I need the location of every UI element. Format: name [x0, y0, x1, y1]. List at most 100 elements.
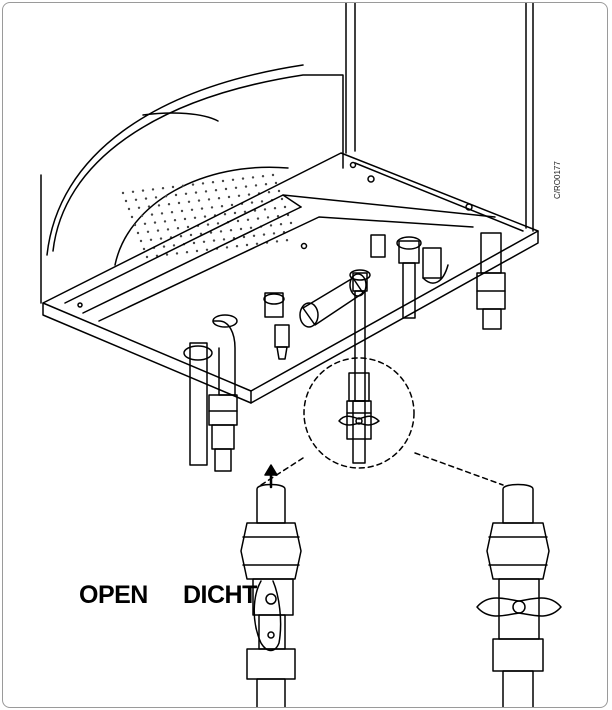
- perforation-dot: [185, 251, 189, 254]
- perforation-dot: [230, 203, 234, 207]
- perforation-dot: [173, 219, 177, 222]
- perforation-dot: [279, 223, 283, 226]
- perforation-dot: [233, 211, 237, 215]
- perforation-dot: [266, 216, 270, 219]
- perforation-dot: [151, 188, 155, 191]
- perforation-dot: [280, 197, 284, 201]
- perforation-dot: [263, 208, 267, 211]
- perforation-dot: [204, 190, 208, 193]
- perforation-dot: [191, 183, 195, 186]
- perforation-dot: [243, 210, 247, 213]
- central-fittings: [263, 269, 371, 402]
- perforation-dot: [273, 207, 277, 210]
- perforation-dot: [235, 245, 239, 248]
- perforation-dot: [197, 199, 201, 202]
- right-pipes: [370, 232, 506, 330]
- perforation-dot: [250, 201, 254, 204]
- perforation-dot: [134, 198, 138, 201]
- perforation-dot: [157, 204, 161, 207]
- expansion-vessel: [46, 64, 344, 266]
- perforation-dot: [143, 222, 147, 225]
- perforation-dot: [176, 227, 180, 230]
- perforation-dot: [136, 231, 140, 235]
- perforation-dot: [159, 237, 163, 240]
- perforation-dot: [192, 241, 196, 245]
- perforation-dot: [146, 230, 150, 233]
- perforation-dot: [131, 190, 135, 193]
- up-arrow-icon: [264, 464, 278, 489]
- perforation-dot: [222, 238, 226, 241]
- perforation-dot: [189, 233, 193, 237]
- perforation-dot: [246, 218, 250, 221]
- perforation-dot: [171, 185, 175, 189]
- perforation-dot: [214, 189, 218, 192]
- perforation-dot: [269, 224, 273, 227]
- perforation-dot: [141, 189, 145, 192]
- perforation-dot: [201, 182, 205, 185]
- perforation-dot: [244, 185, 248, 188]
- perforation-dot: [236, 219, 240, 223]
- perforation-dot: [252, 234, 256, 237]
- perforation-dot: [147, 205, 151, 208]
- perforation-dot: [254, 184, 258, 187]
- perforation-dot: [216, 222, 220, 225]
- perforation-dot: [264, 183, 268, 186]
- perforation-dot: [255, 242, 259, 245]
- perforation-dot: [245, 243, 249, 247]
- figure-code: C/RO0177: [553, 161, 562, 199]
- perforation-dot: [121, 191, 125, 195]
- perforation-dot: [221, 179, 225, 183]
- perforation-dot: [260, 200, 264, 203]
- perforation-dot: [195, 249, 199, 253]
- perforation-dot: [206, 223, 210, 226]
- perforation-dot: [271, 173, 275, 177]
- perforation-dot: [177, 201, 181, 205]
- label-dicht: DICHT: [183, 581, 257, 609]
- perforation-dot: [275, 240, 279, 243]
- boiler-casing: [40, 3, 534, 304]
- perforation-dot: [261, 175, 265, 178]
- perforation-dot: [179, 235, 183, 238]
- valve-open-icon: [240, 483, 302, 707]
- left-pipes: [183, 314, 238, 472]
- perforation-dot: [207, 198, 211, 201]
- perforation-dot: [199, 232, 203, 235]
- perforated-area: [121, 173, 293, 259]
- perforation-dot: [202, 240, 206, 243]
- perforation-dot: [247, 193, 251, 196]
- perforation-dot: [237, 194, 241, 197]
- perforation-dot: [142, 247, 146, 251]
- perforation-dot: [150, 213, 154, 216]
- perforation-dot: [225, 246, 229, 249]
- perforation-dot: [209, 231, 213, 234]
- perforation-dot: [154, 196, 158, 199]
- perforation-dot: [242, 235, 246, 239]
- perforation-dot: [156, 229, 160, 232]
- perforation-dot: [184, 192, 188, 195]
- perforation-dot: [223, 213, 227, 216]
- perforation-dot: [139, 239, 143, 243]
- label-open: OPEN: [79, 581, 148, 609]
- perforation-dot: [127, 207, 131, 211]
- perforation-dot: [166, 228, 170, 231]
- perforation-dot: [234, 186, 238, 189]
- perforation-dot: [180, 209, 184, 213]
- perforation-dot: [162, 245, 166, 248]
- perforation-dot: [200, 207, 204, 210]
- perforation-dot: [211, 181, 215, 184]
- perforation-dot: [145, 255, 149, 259]
- perforation-dot: [133, 223, 137, 227]
- boiler-illustration: [40, 3, 562, 707]
- perforation-dot: [167, 203, 171, 206]
- perforation-dot: [277, 189, 281, 193]
- valve-closed-icon: [476, 483, 562, 707]
- perforation-dot: [124, 199, 128, 203]
- perforation-dot: [194, 191, 198, 194]
- perforation-dot: [175, 252, 179, 255]
- perforation-dot: [149, 238, 153, 241]
- perforation-dot: [130, 215, 134, 219]
- perforation-dot: [181, 184, 185, 187]
- perforation-dot: [137, 206, 141, 209]
- perforation-dot: [220, 205, 224, 208]
